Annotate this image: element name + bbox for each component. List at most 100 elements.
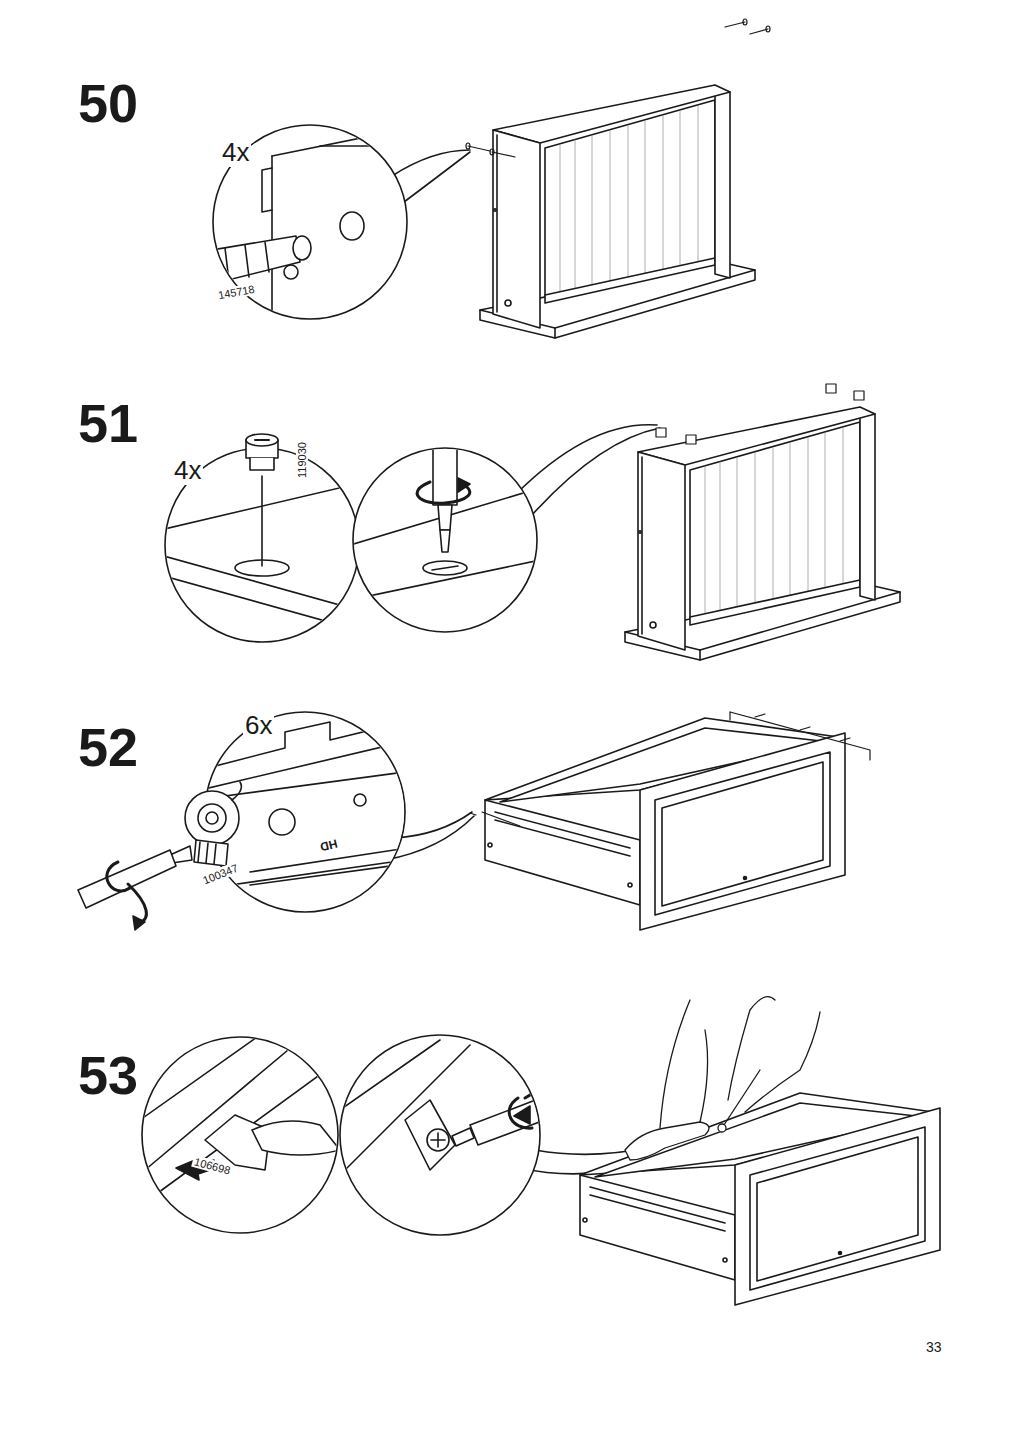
line-art-ellipse xyxy=(743,19,747,25)
line-art-line xyxy=(800,727,810,730)
line-art-circle xyxy=(206,812,218,824)
line-art-line xyxy=(261,476,263,566)
line-art-path xyxy=(107,862,130,891)
line-art-use xyxy=(580,1093,940,1305)
quantity-label: 4x xyxy=(220,138,251,167)
line-art-line xyxy=(755,714,765,717)
line-art-line xyxy=(255,439,269,441)
line-art-line xyxy=(140,1035,260,1120)
line-art-use xyxy=(625,407,900,660)
line-art-line xyxy=(350,560,540,600)
line-art-g xyxy=(177,126,420,330)
line-art-g xyxy=(246,434,278,470)
line-art-path xyxy=(252,1121,340,1155)
line-art-polygon xyxy=(405,1100,455,1170)
line-art-polygon xyxy=(470,1085,585,1145)
line-art-path xyxy=(660,1000,690,1128)
line-art-path xyxy=(232,782,241,800)
line-art-rect xyxy=(433,430,457,505)
line-art-ellipse xyxy=(293,236,311,260)
line-art-circle xyxy=(213,125,407,319)
line-art-line xyxy=(482,812,520,826)
line-art-path xyxy=(700,1030,708,1122)
line-art-polygon xyxy=(452,1128,474,1146)
line-art-line xyxy=(250,846,420,872)
line-art-g xyxy=(470,712,870,826)
line-art-g xyxy=(466,19,770,157)
line-art-g xyxy=(160,476,365,632)
line-art-line xyxy=(214,844,216,864)
line-art-ellipse xyxy=(490,149,494,155)
line-art-polygon xyxy=(438,505,452,530)
line-art-g xyxy=(140,1035,340,1195)
line-art-line xyxy=(340,1040,440,1110)
line-art-circle xyxy=(185,791,239,845)
line-art-polyline xyxy=(262,168,272,212)
line-art-circle xyxy=(269,809,295,835)
line-art-line xyxy=(272,126,420,156)
line-art-path xyxy=(625,1122,709,1160)
line-art-use xyxy=(480,85,755,338)
line-art-path xyxy=(509,1098,532,1128)
line-art-ellipse xyxy=(423,561,467,575)
line-art-ellipse xyxy=(340,212,364,240)
line-art-polygon xyxy=(514,1106,530,1124)
line-art-line xyxy=(198,842,200,862)
line-art-line xyxy=(160,575,365,632)
line-art-line xyxy=(725,22,745,27)
line-art-polygon xyxy=(78,850,176,908)
line-art-polyline xyxy=(200,718,420,770)
line-art-path xyxy=(525,1068,543,1098)
line-art-circle xyxy=(718,1124,726,1132)
line-art-use xyxy=(485,718,845,930)
line-art-polygon xyxy=(458,478,470,492)
line-art-path xyxy=(128,884,146,922)
line-art-line xyxy=(437,1133,439,1147)
line-art-g xyxy=(625,997,820,1160)
line-art-rect xyxy=(656,428,666,437)
line-art-ellipse xyxy=(246,434,278,446)
line-art-line xyxy=(470,813,476,815)
line-art-circle xyxy=(165,448,359,642)
line-art-circle xyxy=(284,265,298,279)
line-art-line xyxy=(729,712,730,720)
line-art-rect xyxy=(826,384,836,393)
line-art-circle xyxy=(340,1035,540,1235)
line-art-ellipse xyxy=(177,249,207,287)
line-art-g xyxy=(340,1040,585,1170)
line-art-line xyxy=(750,29,768,34)
step-number: 53 xyxy=(76,1046,140,1105)
line-art-line xyxy=(265,242,269,272)
line-art-circle xyxy=(354,794,366,806)
line-art-rect xyxy=(854,391,864,400)
line-art-line xyxy=(245,245,249,277)
line-art-line xyxy=(432,566,458,570)
line-art-g xyxy=(656,384,864,444)
line-art-polyline xyxy=(730,712,870,760)
step-number: 52 xyxy=(76,718,140,777)
line-art-line xyxy=(320,145,420,147)
part-number: 119030 xyxy=(296,440,308,480)
line-art-line xyxy=(492,152,515,157)
line-art-ellipse xyxy=(766,26,770,32)
line-art-polygon xyxy=(440,530,450,552)
line-art-line xyxy=(722,1070,760,1128)
line-art-line xyxy=(225,248,229,281)
line-art-polygon xyxy=(200,236,300,286)
line-art-circle xyxy=(198,804,226,832)
line-art-line xyxy=(155,1060,340,1195)
page-number: 33 xyxy=(924,1340,944,1355)
line-art-line xyxy=(468,146,490,151)
line-art-rect xyxy=(686,435,696,444)
line-art-g xyxy=(350,430,540,600)
line-art-line xyxy=(206,843,208,863)
line-art-path xyxy=(745,1012,820,1112)
quantity-label: 6x xyxy=(243,711,274,740)
line-art-path xyxy=(194,840,228,866)
line-art-ellipse xyxy=(466,143,470,149)
line-art-circle xyxy=(427,1129,449,1151)
step-number: 50 xyxy=(76,74,140,133)
step-number: 51 xyxy=(76,394,140,453)
line-art-polygon xyxy=(133,916,145,930)
